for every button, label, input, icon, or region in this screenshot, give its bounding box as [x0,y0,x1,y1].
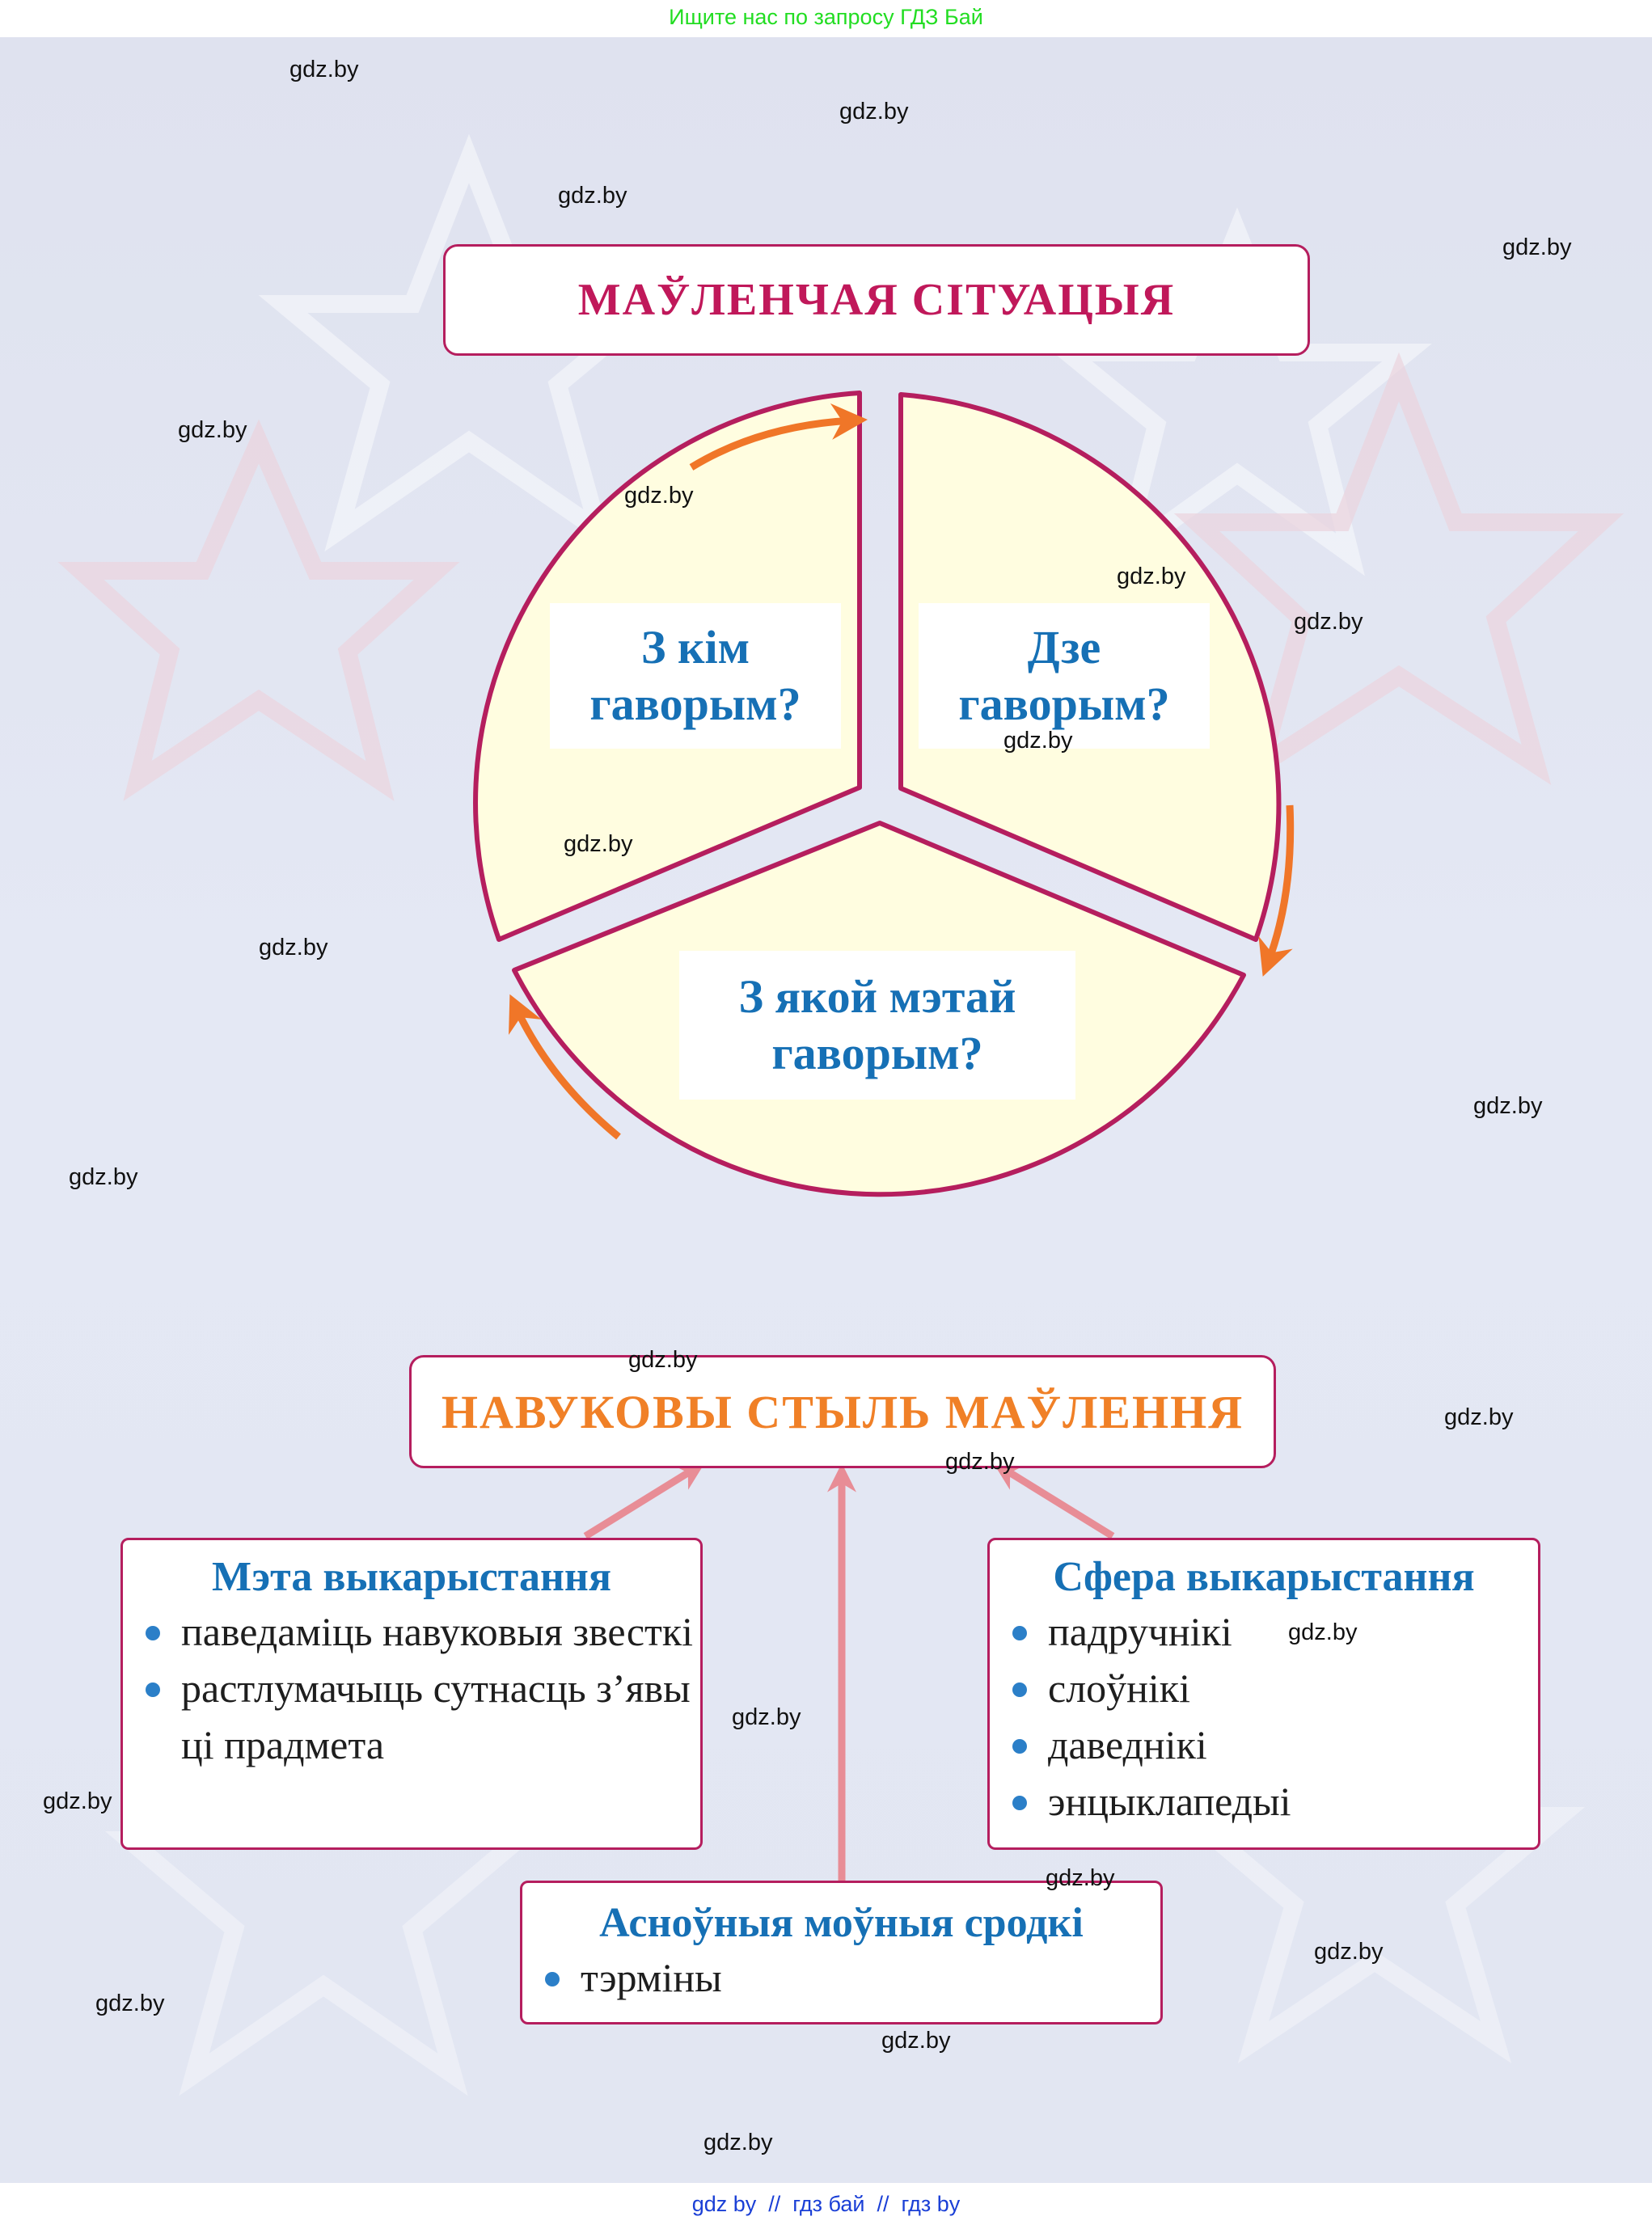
cycle-arrow-top [689,403,868,471]
watermark-text: gdz.by [1288,1619,1358,1645]
watermark-text: gdz.by [1444,1404,1514,1430]
watermark-text: gdz.by [839,99,909,125]
watermark-text: gdz.by [1473,1093,1543,1119]
top-banner: Ищите нас по запросу ГДЗ Бай [0,0,1652,37]
card-language-means: Асноўныя моўныя сродкі тэрміны [520,1881,1163,2024]
watermark-text: gdz.by [178,417,247,443]
sector-where-line1: Дзе [1027,621,1101,673]
watermark-text: gdz.by [1314,1939,1384,1965]
arrow-sphere-to-style [992,1462,1115,1539]
sector-purpose-line2: гаворым? [771,1027,983,1079]
bullet-icon [146,1626,160,1640]
sector-label-who: З кім гаворым? [550,603,841,749]
watermark-text: gdz.by [732,1704,801,1730]
bullet-icon [1012,1739,1027,1754]
situation-circle-diagram [473,391,1295,1881]
card-means-list: тэрміны [522,1949,1160,2006]
speech-situation-title-box: МАЎЛЕНЧАЯ СІТУАЦЫЯ [443,244,1310,356]
watermark-text: gdz.by [558,183,627,209]
sector-who-line1: З кім [640,621,750,673]
card-sphere-of-use: Сфера выкарыстання падручнікі слоўнікі д… [987,1538,1540,1850]
card-purpose-title: Мэта выкарыстання [211,1554,612,1600]
watermark-text: gdz.by [1117,564,1186,589]
list-item: энцыклапедыі [1012,1773,1538,1830]
sector-label-where: Дзе гаворым? [919,603,1210,749]
bullet-icon [1012,1626,1027,1640]
card-sphere-title: Сфера выкарыстання [1053,1554,1475,1600]
bottom-banner-text: gdz by // гдз бай // гдз by [691,2192,961,2216]
list-item-text: растлумачыць сутнасць з’явы ці прадмета [181,1666,691,1767]
bullet-icon [146,1682,160,1697]
speech-situation-title: МАЎЛЕНЧАЯ СІТУАЦЫЯ [577,275,1176,325]
sector-label-purpose: З якой мэтай гаворым? [679,951,1075,1100]
watermark-text: gdz.by [564,831,633,857]
list-item: паведаміць навуковыя звесткі [146,1603,700,1660]
bullet-icon [545,1972,560,1986]
card-purpose-list: паведаміць навуковыя звесткі растлумачыц… [123,1603,700,1773]
list-item: даведнікі [1012,1716,1538,1773]
watermark-text: gdz.by [1046,1865,1115,1891]
sector-who-line2: гаворым? [589,678,801,730]
card-means-title: Асноўныя моўныя сродкі [599,1900,1084,1946]
list-item: падручнікі [1012,1603,1538,1660]
watermark-text: gdz.by [881,2028,951,2054]
sector-where-line2: гаворым? [958,678,1170,730]
list-item-text: слоўнікі [1048,1666,1190,1711]
scientific-style-title: НАВУКОВЫ СТЫЛЬ МАЎЛЕННЯ [441,1385,1244,1438]
watermark-text: gdz.by [945,1449,1015,1475]
watermark-text: gdz.by [624,483,694,509]
watermark-text: gdz.by [43,1788,112,1814]
list-item-text: тэрміны [581,1955,722,2000]
card-sphere-list: падручнікі слоўнікі даведнікі энцыклапед… [990,1603,1538,1830]
cycle-arrow-right [1258,804,1295,977]
card-purpose-of-use: Мэта выкарыстання паведаміць навуковыя з… [120,1538,703,1850]
list-item: растлумачыць сутнасць з’явы ці прадмета [146,1660,700,1773]
list-item-text: энцыклапедыі [1048,1779,1291,1824]
watermark-text: gdz.by [95,1991,165,2016]
bullet-icon [1012,1682,1027,1697]
list-item: тэрміны [545,1949,1160,2006]
list-item-text: паведаміць навуковыя звесткі [181,1609,694,1654]
watermark-text: gdz.by [628,1347,698,1373]
watermark-text: gdz.by [289,57,359,82]
arrow-purpose-to-style [583,1462,706,1539]
top-banner-text: Ищите нас по запросу ГДЗ Бай [669,5,983,29]
textbook-page: МАЎЛЕНЧАЯ СІТУАЦЫЯ З кім гаворым? Д [0,37,1652,2183]
watermark-text: gdz.by [259,935,328,961]
bottom-banner: gdz by // гдз бай // гдз by [0,2183,1652,2225]
scientific-style-title-box: НАВУКОВЫ СТЫЛЬ МАЎЛЕННЯ [409,1355,1276,1468]
list-item: слоўнікі [1012,1660,1538,1716]
watermark-text: gdz.by [1502,234,1572,260]
watermark-text: gdz.by [1003,728,1073,754]
watermark-text: gdz.by [1294,609,1363,635]
watermark-text: gdz.by [703,2130,773,2155]
cycle-arrow-left [509,994,621,1140]
sector-purpose-line1: З якой мэтай [738,970,1016,1023]
bullet-icon [1012,1796,1027,1810]
watermark-text: gdz.by [69,1164,138,1190]
list-item-text: даведнікі [1048,1722,1207,1767]
list-item-text: падручнікі [1048,1609,1232,1654]
